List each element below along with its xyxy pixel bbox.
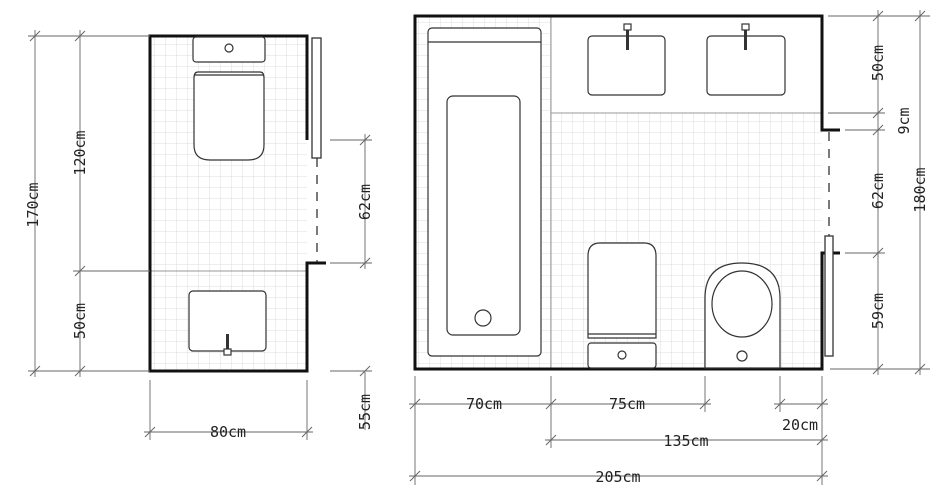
right-dim-lower-depth: 59cm: [869, 293, 887, 329]
right-dim-wall-step: 9cm: [895, 107, 913, 134]
sink-icon: [706, 23, 786, 96]
right-dim-door-opening: 62cm: [869, 173, 887, 209]
left-dim-upper-height: 120cm: [71, 130, 89, 175]
left-dim-total-height: 170cm: [24, 182, 42, 227]
sink-icon: [188, 290, 267, 356]
right-dim-combined-width: 135cm: [663, 432, 708, 450]
right-dim-bidet-gap: 20cm: [782, 416, 818, 434]
sink-icon: [587, 23, 666, 96]
right-dimensions: [409, 10, 930, 485]
right-dim-total-height: 180cm: [911, 167, 929, 212]
toilet-icon: [587, 242, 657, 369]
right-bathroom: 50cm 9cm 62cm 59cm 180cm 70cm 75cm 20cm …: [409, 10, 930, 486]
left-dim-lower-offset: 55cm: [356, 394, 374, 430]
right-dim-bathtub-width: 70cm: [466, 395, 502, 413]
bathtub-icon: [427, 27, 542, 357]
bidet-icon: [704, 262, 781, 369]
toilet-icon: [192, 36, 266, 161]
right-dim-top-depth: 50cm: [869, 45, 887, 81]
right-walls: [413, 14, 840, 371]
right-dim-total-width: 205cm: [595, 468, 640, 486]
right-dim-toilet-zone: 75cm: [609, 395, 645, 413]
left-door-leaf: [311, 37, 322, 159]
left-dim-door-opening: 62cm: [356, 184, 374, 220]
left-dimensions: [28, 30, 372, 440]
left-dim-width: 80cm: [210, 423, 246, 441]
right-door-leaf: [824, 235, 834, 357]
left-bathroom: 170cm 120cm 50cm 80cm 62cm 55cm: [24, 30, 374, 441]
left-dim-lower-height: 50cm: [71, 303, 89, 339]
